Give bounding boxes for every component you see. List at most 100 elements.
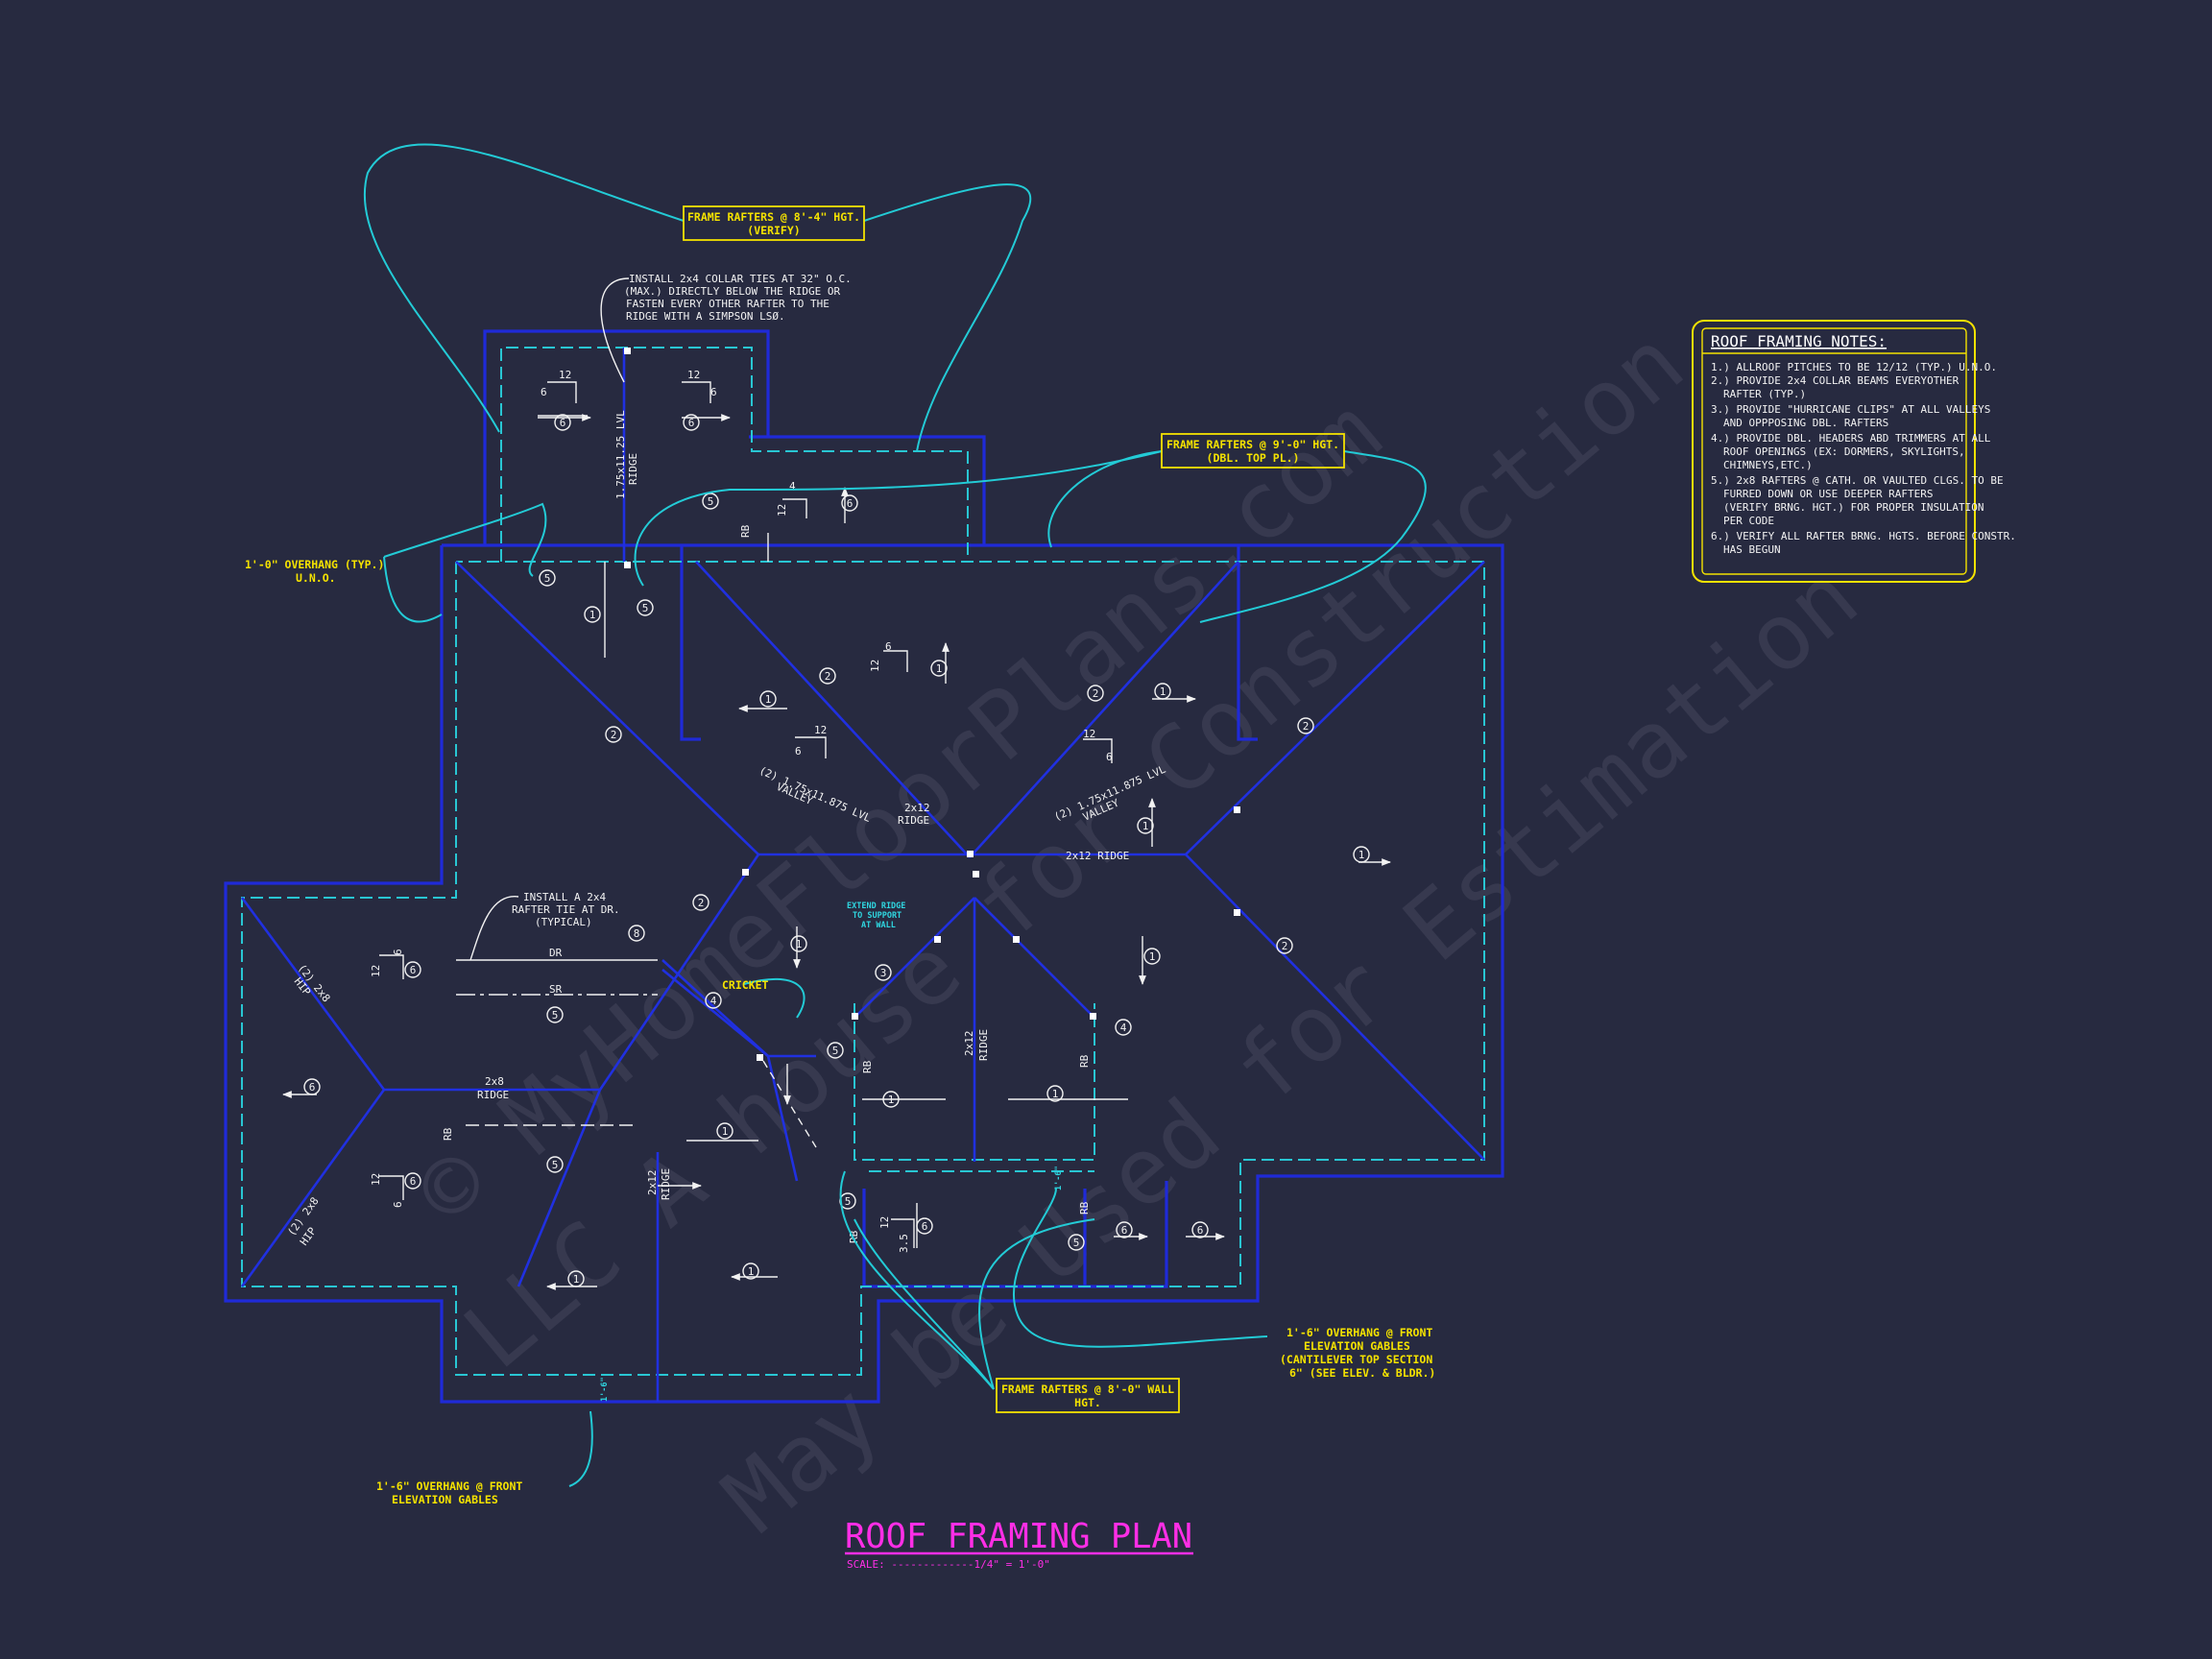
svg-text:5: 5: [544, 572, 551, 585]
rafter-tag: 2: [1276, 937, 1293, 954]
rafter-tag: 1: [930, 660, 948, 677]
svg-text:FRAME RAFTERS @ 9'-0" HGT.: FRAME RAFTERS @ 9'-0" HGT.: [1166, 438, 1339, 451]
svg-text:(VERIFY): (VERIFY): [747, 224, 800, 237]
svg-text:6: 6: [1121, 1224, 1128, 1237]
pitch-12-h: 12: [370, 1173, 382, 1186]
svg-text:FRAME RAFTERS @ 8'-4" HGT.: FRAME RAFTERS @ 8'-4" HGT.: [687, 210, 860, 224]
pitch-6-a: 6: [541, 386, 547, 398]
rafter-tag: 1: [759, 690, 777, 708]
svg-text:1: 1: [573, 1273, 580, 1286]
rafter-tag: 1: [567, 1270, 585, 1287]
svg-text:3: 3: [880, 967, 887, 979]
svg-text:5: 5: [708, 495, 714, 508]
rafter-tag: 1: [584, 606, 601, 623]
roof-framing-notes: ROOF FRAMING NOTES: 1.) ALLROOF PITCHES …: [1692, 320, 2016, 583]
pitch-12-i: 12: [878, 1216, 891, 1229]
title-main: ROOF FRAMING PLAN: [845, 1517, 1192, 1556]
svg-text:5: 5: [552, 1159, 559, 1171]
pitch-12-g: 12: [370, 965, 382, 977]
rafter-tag: 5: [827, 1042, 844, 1059]
collar-tie-note: INSTALL 2x4 COLLAR TIES AT 32" O.C. (MAX…: [600, 273, 852, 383]
rafter-tag: 1: [790, 935, 807, 952]
pitch-12-d: 12: [869, 660, 881, 672]
note-line: 4.) PROVIDE DBL. HEADERS ABD TRIMMERS AT…: [1711, 432, 1991, 445]
note-line: 5.) 2x8 RAFTERS @ CATH. OR VAULTED CLGS.…: [1711, 474, 2004, 487]
rafter-tag: 5: [839, 1192, 856, 1210]
svg-text:4: 4: [1120, 1022, 1127, 1034]
rafter-tag: 6: [916, 1217, 933, 1235]
svg-text:1: 1: [589, 609, 596, 621]
pitch-12-f: 12: [1083, 728, 1095, 740]
note-line: 2.) PROVIDE 2x4 COLLAR BEAMS EVERYOTHER: [1711, 374, 1960, 387]
callout-frame-84: FRAME RAFTERS @ 8'-4" HGT. (VERIFY): [683, 205, 865, 241]
svg-text:ELEVATION GABLES: ELEVATION GABLES: [392, 1493, 498, 1506]
svg-text:5: 5: [845, 1195, 852, 1208]
rafter-tag: 1: [1353, 846, 1370, 863]
note-line: RAFTER (TYP.): [1723, 388, 1806, 400]
note-line: AND OPPPOSING DBL. RAFTERS: [1723, 417, 1888, 429]
svg-text:6: 6: [410, 964, 417, 976]
pitch-6-d: 6: [885, 640, 892, 653]
pitch-6-b: 6: [710, 386, 717, 398]
rafter-tag: 2: [1087, 685, 1104, 702]
pitch-6-f: 6: [1106, 751, 1113, 763]
callout-frame-80: FRAME RAFTERS @ 8'-0" WALL HGT.: [996, 1378, 1180, 1413]
svg-text:6: 6: [560, 417, 566, 429]
ridge-2x8: 2x8: [485, 1075, 504, 1088]
svg-text:4: 4: [710, 995, 717, 1007]
note-line: (VERIFY BRNG. HGT.) FOR PROPER INSULATIO…: [1723, 501, 1984, 514]
svg-text:5: 5: [832, 1045, 839, 1057]
wall-outline: [224, 329, 1504, 1404]
ridge-word-center: RIDGE: [898, 814, 929, 827]
svg-text:ELEVATION GABLES: ELEVATION GABLES: [1304, 1339, 1410, 1353]
framing-points: [624, 348, 1240, 1061]
svg-text:(DBL. TOP PL.): (DBL. TOP PL.): [1207, 451, 1300, 465]
ridge-2x8-word: RIDGE: [477, 1089, 509, 1101]
rafter-tag: 5: [546, 1156, 564, 1173]
svg-text:U.N.O.: U.N.O.: [296, 571, 336, 585]
svg-text:(MAX.) DIRECTLY BELOW THE RIDG: (MAX.) DIRECTLY BELOW THE RIDGE OR: [624, 285, 841, 298]
svg-text:2: 2: [825, 670, 831, 683]
svg-text:1: 1: [796, 938, 803, 950]
svg-text:1'-6" OVERHANG @ FRONT: 1'-6" OVERHANG @ FRONT: [376, 1479, 522, 1493]
svg-text:1: 1: [1142, 820, 1149, 832]
rafter-tag: 2: [819, 667, 836, 685]
svg-text:RAFTER TIE AT DR.: RAFTER TIE AT DR.: [512, 903, 620, 916]
dim-overhang-left: 1'-6": [600, 1377, 610, 1402]
lvl-ridge-label: 1.75x11.25 LVL: [614, 410, 627, 499]
front-gable-right-note: 1'-6" OVERHANG @ FRONT ELEVATION GABLES …: [1280, 1326, 1435, 1380]
svg-text:AT WALL: AT WALL: [861, 921, 896, 930]
note-line: FURRED DOWN OR USE DEEPER RAFTERS: [1723, 488, 1934, 500]
svg-text:1: 1: [1052, 1088, 1059, 1100]
rafter-tag: 6: [404, 961, 421, 978]
svg-text:INSTALL A 2x4: INSTALL A 2x4: [523, 891, 606, 903]
rafter-tag: 2: [605, 726, 622, 743]
annotation-lines: [282, 414, 1391, 1290]
svg-text:1: 1: [748, 1265, 755, 1278]
svg-text:6" (SEE ELEV. & BLDR.): 6" (SEE ELEV. & BLDR.): [1289, 1366, 1435, 1380]
svg-text:2: 2: [1093, 687, 1099, 700]
dr-label: DR: [549, 947, 563, 959]
svg-text:6: 6: [1197, 1224, 1204, 1237]
svg-text:FRAME RAFTERS @ 8'-0" WALL: FRAME RAFTERS @ 8'-0" WALL: [1001, 1382, 1174, 1396]
rafter-tag: 1: [1046, 1085, 1064, 1102]
pitch-4: 4: [789, 480, 796, 493]
drawing-title: ROOF FRAMING PLAN SCALE: -------------1/…: [845, 1517, 1193, 1571]
cricket-label: CRICKET: [722, 978, 769, 992]
pitch-12-a: 12: [559, 369, 571, 381]
pitch-12-e: 12: [814, 724, 827, 736]
pitch-35: 3.5: [898, 1234, 910, 1253]
rafter-tag: 6: [554, 414, 571, 431]
rafter-tag: 8: [628, 925, 645, 942]
svg-text:1'-0" OVERHANG (TYP.): 1'-0" OVERHANG (TYP.): [245, 558, 384, 571]
extend-ridge-note: EXTEND RIDGE TO SUPPORT AT WALL: [847, 902, 905, 930]
ridge-2x12-top: 2x12: [904, 802, 930, 814]
ridge-2x12-lower: 2x12: [646, 1170, 659, 1196]
rb-left: RB: [442, 1127, 454, 1141]
note-line: HAS BEGUN: [1723, 543, 1781, 556]
ridge-2x12-right: 2x12 RIDGE: [1066, 850, 1129, 862]
svg-text:2: 2: [611, 729, 617, 741]
sr-label: SR: [549, 983, 563, 996]
svg-text:1: 1: [888, 1094, 895, 1106]
